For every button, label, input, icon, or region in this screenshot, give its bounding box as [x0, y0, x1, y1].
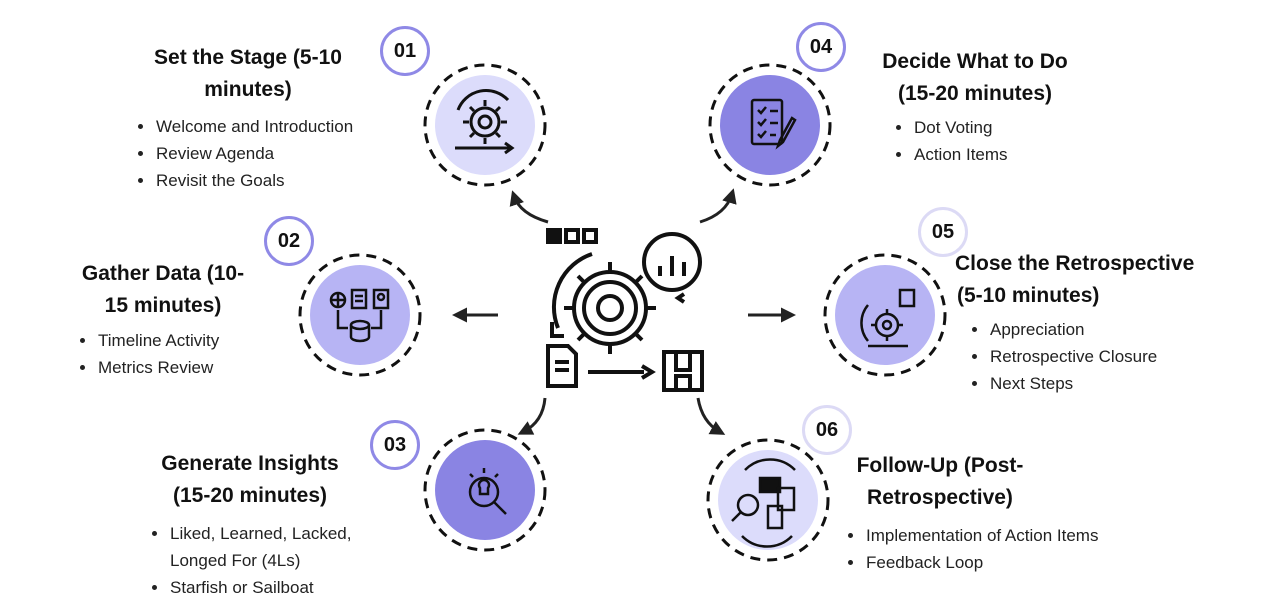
- follow-up-icon: [731, 458, 796, 548]
- closure-gear-icon: [860, 288, 916, 348]
- step-02-circle: [298, 253, 422, 377]
- list-item: Next Steps: [970, 370, 1230, 397]
- list-item: Revisit the Goals: [136, 167, 426, 194]
- list-item: Starfish or Sailboat: [150, 574, 410, 601]
- list-item: Timeline Activity: [78, 327, 298, 354]
- step-02-title: Gather Data (10- 15 minutes): [81, 262, 245, 317]
- step-05-items: Appreciation Retrospective Closure Next …: [970, 316, 1230, 397]
- step-01-badge: 01: [380, 26, 430, 76]
- gear-cycle-icon: [455, 89, 515, 155]
- step-02-items: Timeline Activity Metrics Review: [78, 327, 298, 381]
- step-06-title: Follow-Up (Post- Retrospective): [856, 454, 1024, 509]
- list-item: Welcome and Introduction: [136, 113, 426, 140]
- list-item: Appreciation: [970, 316, 1230, 343]
- step-06-circle: [706, 438, 830, 562]
- step-02-badge: 02: [264, 216, 314, 266]
- step-01-items: Welcome and Introduction Review Agenda R…: [136, 113, 426, 194]
- connector-arrows: [452, 188, 796, 435]
- list-item: Feedback Loop: [846, 549, 1176, 576]
- list-item: Longed For (4Ls): [170, 551, 301, 570]
- step-04-badge: 04: [796, 22, 846, 72]
- list-item: Liked, Learned, Lacked,: [150, 520, 410, 547]
- list-item: Action Items: [894, 141, 1094, 168]
- step-06-badge: 06: [802, 405, 852, 455]
- list-item: Review Agenda: [136, 140, 426, 167]
- step-05-badge: 05: [918, 207, 968, 257]
- list-item: Retrospective Closure: [970, 343, 1230, 370]
- list-item: Dot Voting: [894, 114, 1094, 141]
- step-03-badge: 03: [370, 420, 420, 470]
- step-01-circle: [423, 63, 547, 187]
- list-item: Implementation of Action Items: [846, 522, 1176, 549]
- step-04-items: Dot Voting Action Items: [894, 114, 1094, 168]
- retrospective-process-icon: [546, 228, 704, 392]
- step-05-circle: [823, 253, 947, 377]
- list-item: Metrics Review: [78, 354, 298, 381]
- step-03-items: Liked, Learned, Lacked, Longed For (4Ls)…: [150, 520, 410, 601]
- step-05-title: Close the Retrospective (5-10 minutes): [955, 252, 1195, 307]
- step-06-items: Implementation of Action Items Feedback …: [846, 522, 1176, 576]
- step-03-circle: [423, 428, 547, 552]
- step-04-title: Decide What to Do (15-20 minutes): [882, 50, 1068, 105]
- step-03-title: Generate Insights (15-20 minutes): [161, 452, 339, 507]
- step-04-circle: [708, 63, 832, 187]
- data-gathering-icon: [329, 288, 390, 343]
- step-01-title: Set the Stage (5-10 minutes): [154, 46, 342, 101]
- checklist-icon: [750, 98, 797, 150]
- idea-magnifier-icon: [468, 468, 507, 515]
